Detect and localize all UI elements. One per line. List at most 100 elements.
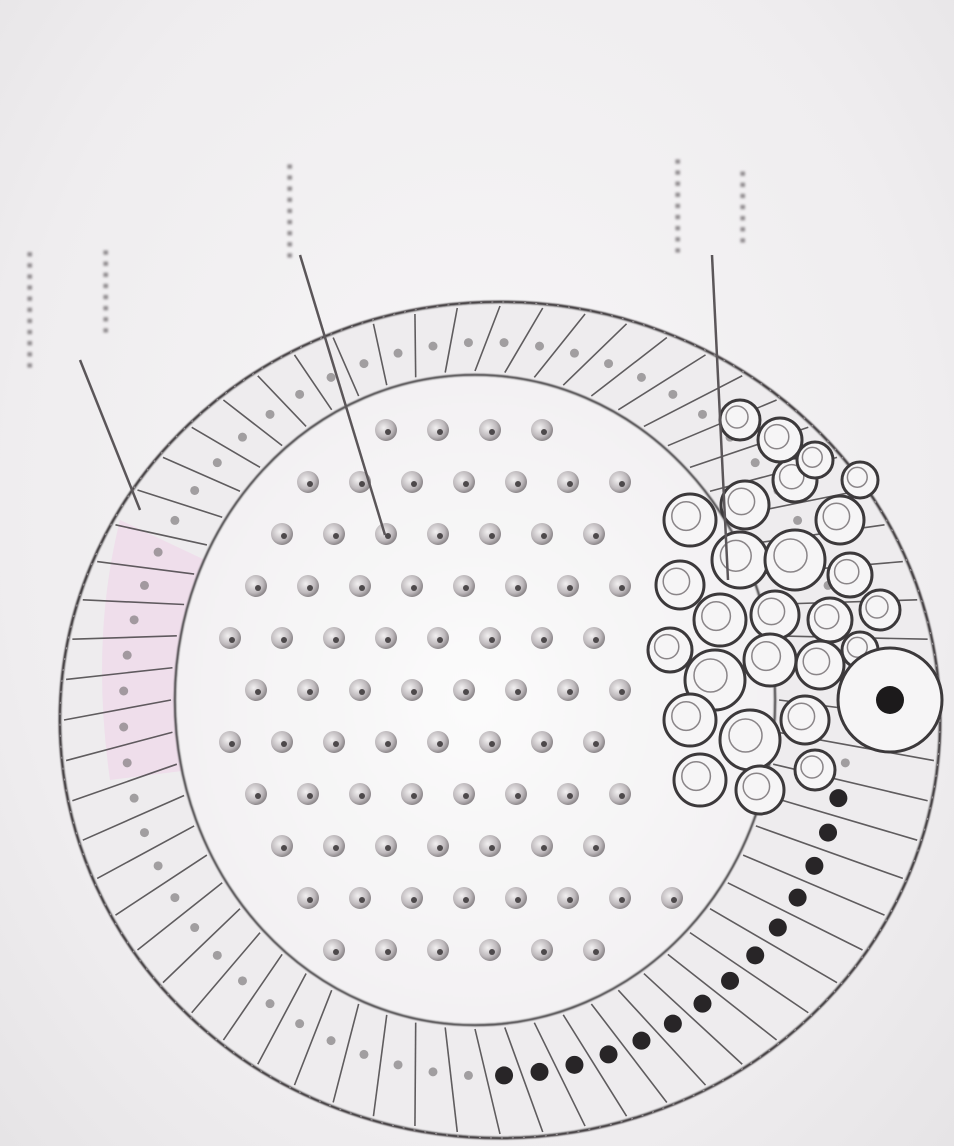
cavity-nucleus <box>437 429 443 435</box>
cavity-nucleus <box>307 793 313 799</box>
cavity-nucleus <box>385 429 391 435</box>
large-cell <box>838 648 942 752</box>
epithelial-nucleus <box>668 390 677 399</box>
cavity-nucleus <box>281 533 287 539</box>
cavity-nucleus <box>593 949 599 955</box>
epithelial-nucleus <box>170 893 179 902</box>
epithelial-nucleus <box>359 1050 368 1059</box>
epithelial-nucleus <box>751 458 760 467</box>
cavity-nucleus <box>619 689 625 695</box>
epithelial-nucleus <box>604 359 613 368</box>
cavity-nucleus <box>411 689 417 695</box>
epithelial-nucleus <box>841 758 850 767</box>
epithelial-nucleus <box>213 458 222 467</box>
cavity-nucleus <box>255 585 261 591</box>
epithelial-nucleus <box>793 516 802 525</box>
cavity-nucleus <box>489 741 495 747</box>
epithelial-nucleus <box>428 1067 437 1076</box>
cavity-nucleus <box>515 897 521 903</box>
epithelial-nucleus <box>327 1036 336 1045</box>
epithelial-nucleus <box>130 794 139 803</box>
cavity-nucleus <box>463 897 469 903</box>
epithelial-nucleus <box>637 373 646 382</box>
epithelial-nucleus <box>535 342 544 351</box>
epithelial-nucleus <box>238 433 247 442</box>
epithelial-nucleus <box>119 686 128 695</box>
cavity-nucleus <box>541 949 547 955</box>
epithelial-nucleus <box>746 946 764 964</box>
epithelial-nucleus <box>170 516 179 525</box>
cavity-nucleus <box>567 689 573 695</box>
cavity-nucleus <box>333 845 339 851</box>
cavity-nucleus <box>281 637 287 643</box>
cavity-nucleus <box>567 793 573 799</box>
epithelial-nucleus <box>123 758 132 767</box>
cavity-nucleus <box>463 689 469 695</box>
epithelial-nucleus <box>464 338 473 347</box>
cavity-nucleus <box>567 585 573 591</box>
epithelial-nucleus <box>213 951 222 960</box>
epithelial-nucleus <box>238 976 247 985</box>
epithelial-nucleus <box>295 390 304 399</box>
epithelial-nucleus <box>570 349 579 358</box>
cavity-nucleus <box>489 845 495 851</box>
cavity-nucleus <box>437 845 443 851</box>
epithelial-nucleus <box>829 789 847 807</box>
cavity-nucleus <box>593 741 599 747</box>
cavity-nucleus <box>333 741 339 747</box>
epithelial-nucleus <box>565 1056 583 1074</box>
cavity-nucleus <box>437 949 443 955</box>
cavity-nucleus <box>515 793 521 799</box>
epithelial-nucleus <box>500 338 509 347</box>
cavity-nucleus <box>281 845 287 851</box>
cavity-nucleus <box>671 897 677 903</box>
cavity-nucleus <box>411 585 417 591</box>
cavity-nucleus <box>593 637 599 643</box>
cavity-nucleus <box>229 637 235 643</box>
epithelial-nucleus <box>428 342 437 351</box>
cavity-nucleus <box>385 637 391 643</box>
label-1b: ........ <box>88 150 112 335</box>
epithelial-nucleus <box>805 857 823 875</box>
epithelial-nucleus <box>359 359 368 368</box>
cavity-nucleus <box>359 897 365 903</box>
epithelial-nucleus <box>154 861 163 870</box>
epithelial-nucleus <box>664 1015 682 1033</box>
cavity-nucleus <box>541 533 547 539</box>
epithelial-nucleus <box>769 919 787 937</box>
epithelial-nucleus <box>130 615 139 624</box>
label-1a: ........... <box>12 120 36 370</box>
cavity-nucleus <box>541 637 547 643</box>
epithelial-nucleus <box>464 1071 473 1080</box>
cavity-nucleus <box>307 897 313 903</box>
cavity-nucleus <box>229 741 235 747</box>
epithelial-nucleus <box>266 410 275 419</box>
epithelial-nucleus <box>266 999 275 1008</box>
cavity-nucleus <box>411 897 417 903</box>
cavity-nucleus <box>619 897 625 903</box>
cavity-nucleus <box>619 585 625 591</box>
cavity-nucleus <box>515 689 521 695</box>
epithelial-nucleus <box>140 828 149 837</box>
cavity-nucleus <box>307 585 313 591</box>
cavity-nucleus <box>385 741 391 747</box>
cavity-nucleus <box>359 689 365 695</box>
cavity-nucleus <box>255 689 261 695</box>
cell-wall <box>415 314 416 377</box>
epithelial-nucleus <box>140 581 149 590</box>
cavity-nucleus <box>489 637 495 643</box>
epithelial-nucleus <box>295 1019 304 1028</box>
pointer-line-1 <box>80 360 140 510</box>
cavity-nucleus <box>463 585 469 591</box>
cavity-nucleus <box>541 741 547 747</box>
epithelial-nucleus <box>394 349 403 358</box>
cavity-nucleus <box>359 793 365 799</box>
cavity-nucleus <box>619 793 625 799</box>
epithelial-nucleus <box>119 723 128 732</box>
cavity-nucleus <box>411 481 417 487</box>
epithelial-nucleus <box>819 824 837 842</box>
cavity-nucleus <box>463 793 469 799</box>
epithelial-nucleus <box>632 1032 650 1050</box>
